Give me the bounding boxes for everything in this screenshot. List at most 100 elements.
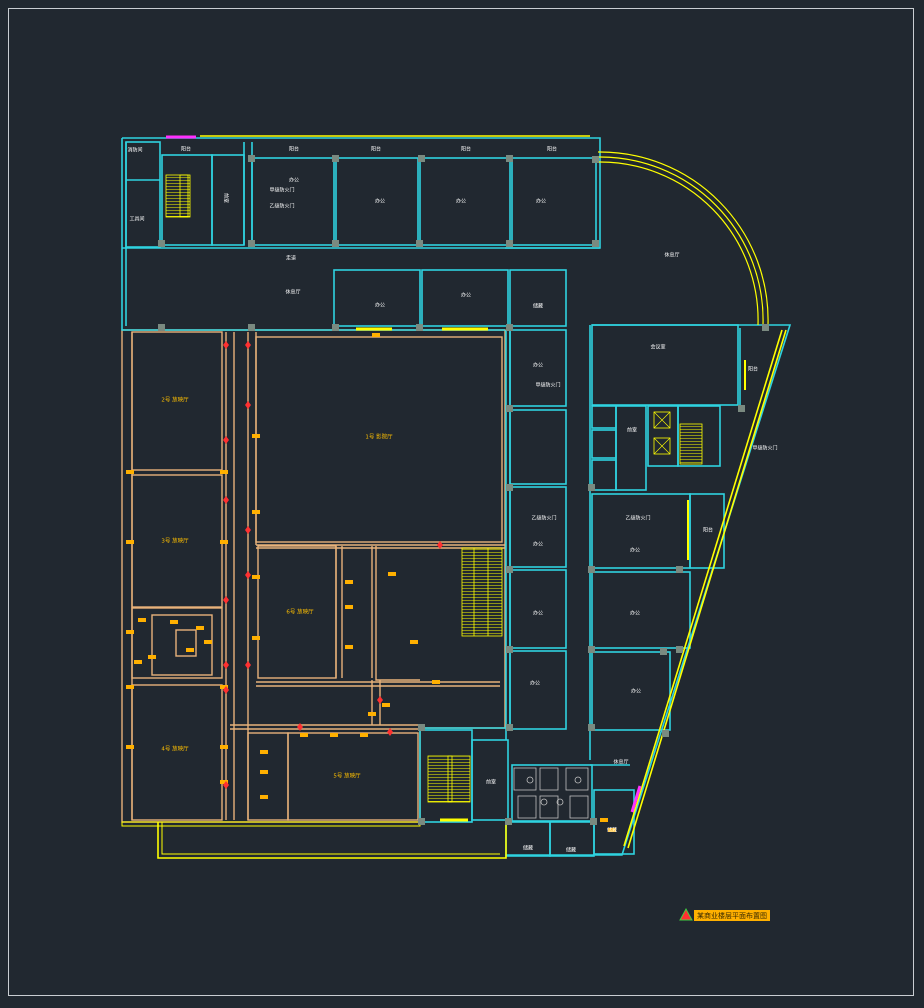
note-door-e1: 甲级防火门 xyxy=(752,445,777,452)
label-office-m2: 办公 xyxy=(461,292,471,299)
red-door-mark xyxy=(245,341,251,349)
column-mark xyxy=(506,484,513,491)
label-balcony-3: 阳台 xyxy=(371,146,381,153)
red-door-mark xyxy=(245,571,251,579)
column-mark xyxy=(588,646,595,653)
column-mark xyxy=(762,324,769,331)
red-door-mark xyxy=(223,686,229,694)
red-door-mark xyxy=(223,596,229,604)
fixture-mark xyxy=(252,510,260,514)
red-door-mark xyxy=(245,401,251,409)
label-office-n4: 办公 xyxy=(536,198,546,205)
note-door-c1: 甲级防火门 xyxy=(535,382,560,389)
fixture-mark xyxy=(372,333,380,337)
column-mark xyxy=(506,240,513,247)
fixture-mark xyxy=(252,575,260,579)
fixture-mark xyxy=(126,685,134,689)
label-office-e3: 办公 xyxy=(630,610,640,617)
label-balcony-e1: 阳台 xyxy=(748,366,758,373)
fixture-mark xyxy=(170,620,178,624)
fixture-mark xyxy=(608,828,616,832)
fixture-mark xyxy=(126,745,134,749)
red-door-mark xyxy=(223,781,229,789)
column-mark xyxy=(506,646,513,653)
legend-text: 某商业楼层平面布置图 xyxy=(697,911,767,920)
column-mark xyxy=(506,566,513,573)
column-marks xyxy=(158,155,769,825)
red-door-mark xyxy=(223,436,229,444)
column-mark xyxy=(505,818,512,825)
fixture-mark xyxy=(252,636,260,640)
label-balcony-4: 阳台 xyxy=(461,146,471,153)
column-mark xyxy=(418,818,425,825)
label-balcony-2: 阳台 xyxy=(289,146,299,153)
fixture-mark xyxy=(126,540,134,544)
fixture-mark xyxy=(360,733,368,737)
column-mark xyxy=(738,405,745,412)
label-office-m1: 办公 xyxy=(375,302,385,309)
label-office-n2: 办公 xyxy=(375,198,385,205)
red-door-mark xyxy=(223,496,229,504)
column-mark xyxy=(588,566,595,573)
red-door-mark xyxy=(223,341,229,349)
fixture-mark xyxy=(196,626,204,630)
fixture-mark xyxy=(345,605,353,609)
fixture-marks xyxy=(126,333,616,832)
label-storage-s3: 储藏 xyxy=(607,827,617,834)
fixture-mark xyxy=(388,572,396,576)
label-balcony-nw: 阳台 xyxy=(181,146,191,153)
fixture-mark xyxy=(186,648,194,652)
column-mark xyxy=(506,324,513,331)
label-balcony-5: 阳台 xyxy=(547,146,557,153)
label-storage-s1: 储藏 xyxy=(523,845,533,852)
label-office-c3: 办公 xyxy=(533,610,543,617)
column-mark xyxy=(332,155,339,162)
red-door-mark xyxy=(245,661,251,669)
yellow-structure xyxy=(121,135,787,859)
label-hall-2: 2号 放映厅 xyxy=(161,396,189,404)
fixture-mark xyxy=(220,780,228,784)
fixture-mark xyxy=(330,733,338,737)
fixture-mark xyxy=(138,618,146,622)
red-door-mark xyxy=(377,696,383,704)
note-door-n1: 甲级防火门 xyxy=(269,187,294,194)
fixture-mark xyxy=(368,712,376,716)
fixture-mark xyxy=(345,580,353,584)
fixture-mark xyxy=(382,703,390,707)
column-mark xyxy=(662,730,669,737)
column-mark xyxy=(506,724,513,731)
label-lounge-se: 休息厅 xyxy=(613,759,628,766)
label-tool-room: 工具间 xyxy=(129,216,144,223)
label-storage-m: 储藏 xyxy=(533,303,543,310)
fixture-mark xyxy=(600,818,608,822)
toilets xyxy=(513,767,589,819)
label-hall-6: 6号 放映厅 xyxy=(286,608,314,616)
label-office-c1: 办公 xyxy=(533,362,543,369)
column-mark xyxy=(416,240,423,247)
label-balcony-e2: 阳台 xyxy=(703,527,713,534)
fixture-mark xyxy=(126,470,134,474)
label-meeting-room: 会议室 xyxy=(650,344,665,351)
column-mark xyxy=(592,156,599,163)
fixture-mark xyxy=(300,733,308,737)
column-mark xyxy=(588,484,595,491)
label-office-e2: 办公 xyxy=(630,547,640,554)
label-office-e4: 办公 xyxy=(631,688,641,695)
column-mark xyxy=(158,240,165,247)
column-mark xyxy=(248,155,255,162)
fixture-mark xyxy=(134,660,142,664)
column-mark xyxy=(248,240,255,247)
fixture-mark xyxy=(260,750,268,754)
fixture-mark xyxy=(410,640,418,644)
column-mark xyxy=(660,648,667,655)
red-door-mark xyxy=(437,541,443,549)
red-door-mark xyxy=(297,723,303,731)
legend-bar xyxy=(694,910,770,921)
note-door-n2: 乙级防火门 xyxy=(269,203,294,210)
column-mark xyxy=(158,324,165,331)
column-mark xyxy=(332,240,339,247)
legend: 某商业楼层平面布置图 xyxy=(679,907,770,921)
label-office-c4: 办公 xyxy=(530,680,540,687)
fixture-mark xyxy=(126,630,134,634)
